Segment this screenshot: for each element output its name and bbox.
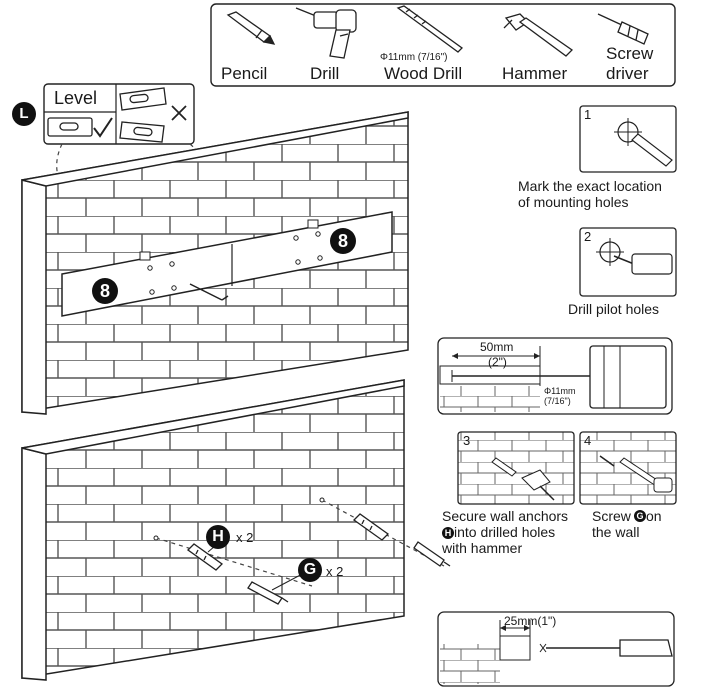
step-4-caption-line-2: the wall — [592, 524, 640, 540]
screw-right — [413, 541, 451, 567]
drill-diameter-in: (7/16") — [544, 396, 571, 406]
bracket-badge-left: 8 — [92, 278, 118, 304]
step-4-caption-prefix: Screw — [592, 508, 631, 524]
drill-depth-detail — [437, 337, 673, 415]
wall-bracket — [61, 211, 393, 317]
screw-quantity: x 2 — [326, 564, 344, 579]
screw-length-label: 25mm(1") — [504, 614, 557, 628]
step-4-illustration — [579, 431, 677, 505]
step-3-caption-line-2: into drilled holes — [454, 524, 556, 540]
wood-drill-spec: Φ11mm (7/16") — [380, 52, 448, 63]
level-wrong-icon — [119, 87, 187, 143]
drill-label: Drill — [310, 64, 340, 83]
anchor-quantity: x 2 — [236, 530, 254, 545]
drill-diameter-mm: Φ11mm — [544, 386, 576, 396]
step-1-caption-line-1: Mark the exact location — [518, 178, 662, 194]
wood-drill-bit-icon — [396, 5, 463, 53]
step-1-number: 1 — [584, 107, 592, 122]
step-4-caption-suffix: on — [646, 508, 662, 524]
level-badge: L — [12, 102, 36, 126]
step-2-number: 2 — [584, 229, 592, 244]
screw-left — [247, 581, 289, 605]
step-1-illustration — [579, 105, 677, 173]
drill-depth-in: (2") — [488, 355, 507, 369]
drill-depth-mm: 50mm — [480, 340, 514, 354]
step-3-number: 3 — [463, 433, 471, 448]
bracket-badge-right: 8 — [330, 228, 356, 254]
hammer-icon — [503, 13, 574, 57]
step-2-caption: Drill pilot holes — [568, 301, 660, 317]
wood-drill-label: Wood Drill — [384, 64, 463, 83]
screw-length-detail — [437, 611, 675, 687]
step-4-number: 4 — [584, 433, 592, 448]
pencil-icon — [226, 11, 276, 45]
step-3-caption-line-3: with hammer — [442, 540, 523, 556]
wall-anchor-left — [186, 543, 224, 571]
step-1-caption-line-2: of mounting holes — [518, 194, 629, 210]
step-3-caption-line-1: Secure wall anchors — [442, 508, 569, 524]
screwdriver-icon — [597, 13, 649, 45]
anchor-badge: H — [206, 525, 230, 549]
step-4-caption-badge: G — [634, 510, 646, 522]
step-3-illustration — [457, 431, 575, 505]
level-correct-icon — [47, 117, 113, 138]
screwdriver-label-1: Screw — [606, 44, 654, 63]
screw-badge: G — [298, 558, 322, 582]
level-title: Level — [54, 88, 98, 108]
wall-anchor-right — [352, 513, 390, 541]
step-2-illustration — [579, 227, 677, 297]
step-3-caption-badge: H — [442, 527, 454, 539]
hammer-label: Hammer — [502, 64, 568, 83]
drill-icon — [295, 7, 357, 59]
screwdriver-label-2: driver — [606, 64, 649, 83]
pencil-label: Pencil — [221, 64, 268, 83]
